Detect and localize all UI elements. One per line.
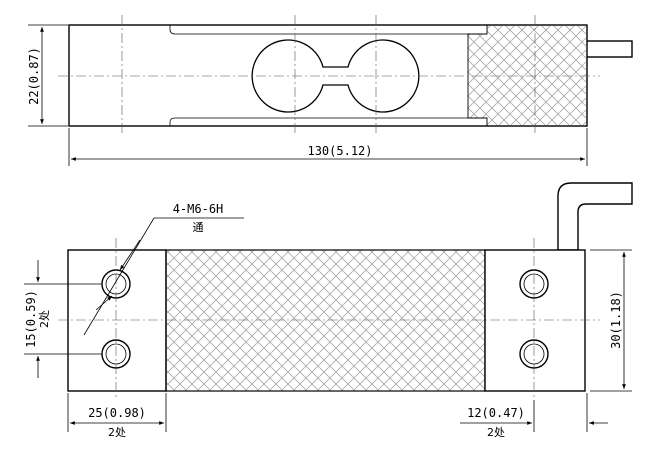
dim-end-length: 25(0.98) 2处 xyxy=(67,393,167,439)
top-view xyxy=(58,15,633,136)
hole-offset-note-label: 2处 xyxy=(487,426,505,439)
gauge-area-top xyxy=(467,24,588,127)
length-total-label: 130(5.12) xyxy=(307,144,372,158)
dim-hole-pitch: 15(0.59) 2处 xyxy=(24,260,102,378)
side-view xyxy=(58,182,633,400)
dim-length-total: 130(5.12) xyxy=(68,128,588,166)
dim-width-side: 30(1.18) xyxy=(590,249,632,392)
end-length-note-label: 2处 xyxy=(108,426,126,439)
beam-slot-lower xyxy=(169,117,468,126)
cable-stub-top xyxy=(585,40,633,58)
beam-slot-upper xyxy=(169,25,468,35)
thread-callout: 4-M6-6H 通 xyxy=(83,202,244,336)
height-top-label: 22(0.87) xyxy=(27,47,41,105)
dim-height-top: 22(0.87) xyxy=(27,24,68,127)
thread-note-label: 通 xyxy=(193,221,204,234)
hole-pitch-note-label: 2处 xyxy=(38,310,51,328)
hole-pitch-label: 15(0.59) xyxy=(24,290,38,348)
gauge-area-side xyxy=(165,249,486,392)
end-length-label: 25(0.98) xyxy=(88,406,146,420)
width-side-label: 30(1.18) xyxy=(609,291,623,349)
thread-spec-label: 4-M6-6H xyxy=(173,202,224,216)
hole-offset-label: 12(0.47) xyxy=(467,406,525,420)
cable-bend xyxy=(557,182,633,251)
dim-hole-offset: 12(0.47) 2处 xyxy=(460,393,608,439)
